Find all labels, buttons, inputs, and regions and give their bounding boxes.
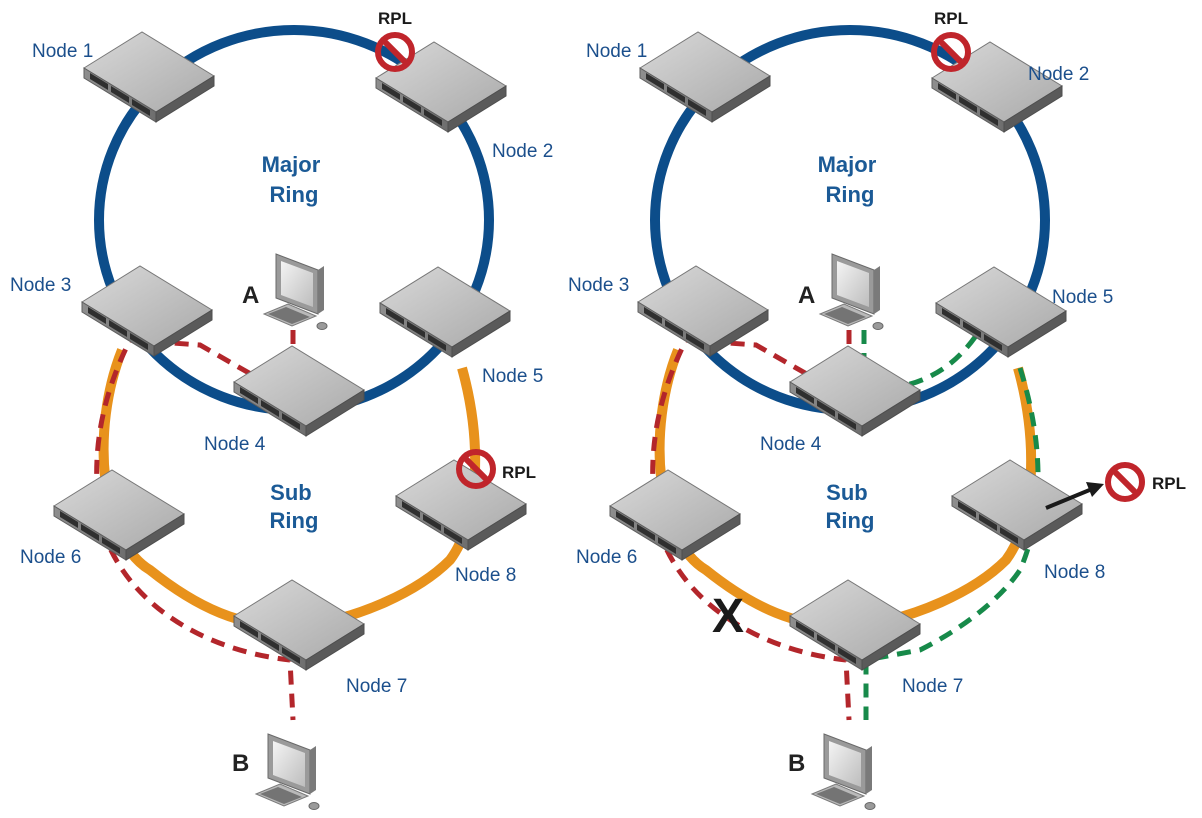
rpl-sub-label: RPL: [502, 463, 536, 482]
node-8-switch: [951, 459, 1083, 551]
host-b-label: B: [232, 750, 249, 777]
host-b-computer-icon: [255, 733, 320, 810]
node-8-label: Node 8: [1044, 562, 1105, 583]
major-ring-label: Major Ring: [262, 152, 327, 207]
sub-ring-label: Sub Ring: [826, 480, 875, 533]
rpl-moved-arrow: [1045, 487, 1093, 510]
host-a-computer-icon: [819, 253, 884, 330]
left-diagram: Node 1 Node 2 Node 3 Node 4 Node 5 Node …: [10, 9, 553, 810]
rpl-sub-block-icon: [1108, 465, 1142, 499]
node-4-label: Node 4: [760, 434, 822, 455]
node-3-label: Node 3: [10, 275, 71, 296]
node-4-switch: [789, 345, 921, 437]
node-1-switch: [83, 31, 215, 123]
node-7-label: Node 7: [902, 676, 963, 697]
node-4-switch: [233, 345, 365, 437]
node-4-label: Node 4: [204, 434, 266, 455]
node-2-label: Node 2: [1028, 64, 1089, 85]
link-failure-x-icon: X: [712, 590, 744, 643]
host-a-label: A: [798, 282, 815, 309]
node-7-switch: [233, 579, 365, 671]
host-a-label: A: [242, 282, 259, 309]
node-5-label: Node 5: [1052, 287, 1113, 308]
rpl-major-label: RPL: [378, 9, 412, 28]
node-5-switch: [935, 266, 1067, 358]
node-6-label: Node 6: [20, 547, 81, 568]
host-a-computer-icon: [263, 253, 328, 330]
node-5-switch: [379, 266, 511, 358]
node-2-label: Node 2: [492, 141, 553, 162]
node-1-label: Node 1: [32, 41, 93, 62]
rpl-sub-label: RPL: [1152, 474, 1186, 493]
node-3-switch: [81, 265, 213, 357]
node-7-label: Node 7: [346, 676, 407, 697]
right-diagram: X Node 1 Node 2 Node 3 Node 4 Node 5 Nod…: [568, 9, 1186, 810]
node-7-switch: [789, 579, 921, 671]
node-3-switch: [637, 265, 769, 357]
sub-ring-label: Sub Ring: [270, 480, 319, 533]
arrow-head-icon: [1086, 482, 1104, 497]
rpl-major-label: RPL: [934, 9, 968, 28]
major-ring-label: Major Ring: [818, 152, 883, 207]
node-6-label: Node 6: [576, 547, 637, 568]
node-3-label: Node 3: [568, 275, 629, 296]
host-b-label: B: [788, 750, 805, 777]
host-b-computer-icon: [811, 733, 876, 810]
node-1-switch: [639, 31, 771, 123]
node-8-label: Node 8: [455, 565, 516, 586]
node-1-label: Node 1: [586, 41, 647, 62]
node-5-label: Node 5: [482, 366, 543, 387]
